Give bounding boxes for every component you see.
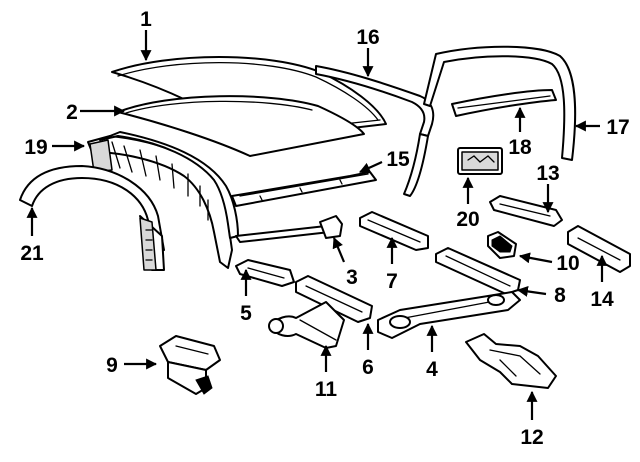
part-2-roof-liner <box>117 95 365 157</box>
part-17-door-frame <box>423 45 577 161</box>
part-12-mounting-bracket <box>465 333 557 389</box>
part-6-lower-panel <box>295 275 373 323</box>
callout-8: 8 <box>554 284 566 307</box>
callout-20: 20 <box>456 208 479 231</box>
callout-leaders <box>26 30 608 420</box>
callout-labels: 1 2 3 4 5 6 7 8 9 10 11 12 13 14 15 16 1… <box>20 8 629 449</box>
callout-18: 18 <box>508 136 532 159</box>
callout-9: 9 <box>106 354 118 377</box>
callout-6: 6 <box>362 356 374 379</box>
part-14-side-bracket <box>567 225 631 273</box>
part-11-support-arm <box>268 301 345 349</box>
callout-10: 10 <box>556 252 579 275</box>
callout-16: 16 <box>356 26 379 49</box>
part-10-block <box>487 231 517 259</box>
callout-7: 7 <box>386 270 398 293</box>
callout-21: 21 <box>20 242 44 265</box>
callout-2: 2 <box>66 101 78 124</box>
part-9-hinge-bracket <box>159 335 221 395</box>
part-21-wheel-arch <box>19 165 165 271</box>
callout-19: 19 <box>24 136 47 159</box>
part-15-roof-side-rail <box>231 171 377 207</box>
part-3-brace-rod <box>235 215 343 243</box>
callout-1: 1 <box>140 8 152 31</box>
part-20-latch-plate <box>457 147 503 175</box>
part-7-filler <box>359 211 429 251</box>
callout-11: 11 <box>315 378 338 401</box>
part-13-bracket <box>489 195 563 227</box>
callout-12: 12 <box>520 426 543 449</box>
callout-13: 13 <box>536 162 559 185</box>
callout-14: 14 <box>590 288 614 311</box>
callout-3: 3 <box>346 266 358 289</box>
callout-5: 5 <box>240 302 252 325</box>
callout-17: 17 <box>606 116 629 139</box>
part-19-quarter-panel <box>87 131 239 269</box>
part-18-header-rail <box>451 89 557 117</box>
part-16-roof-rail <box>315 65 435 197</box>
part-5-lower-rail <box>235 259 295 287</box>
part-4-crossmember <box>377 291 521 339</box>
callout-15: 15 <box>386 148 410 171</box>
callout-4: 4 <box>426 358 438 381</box>
